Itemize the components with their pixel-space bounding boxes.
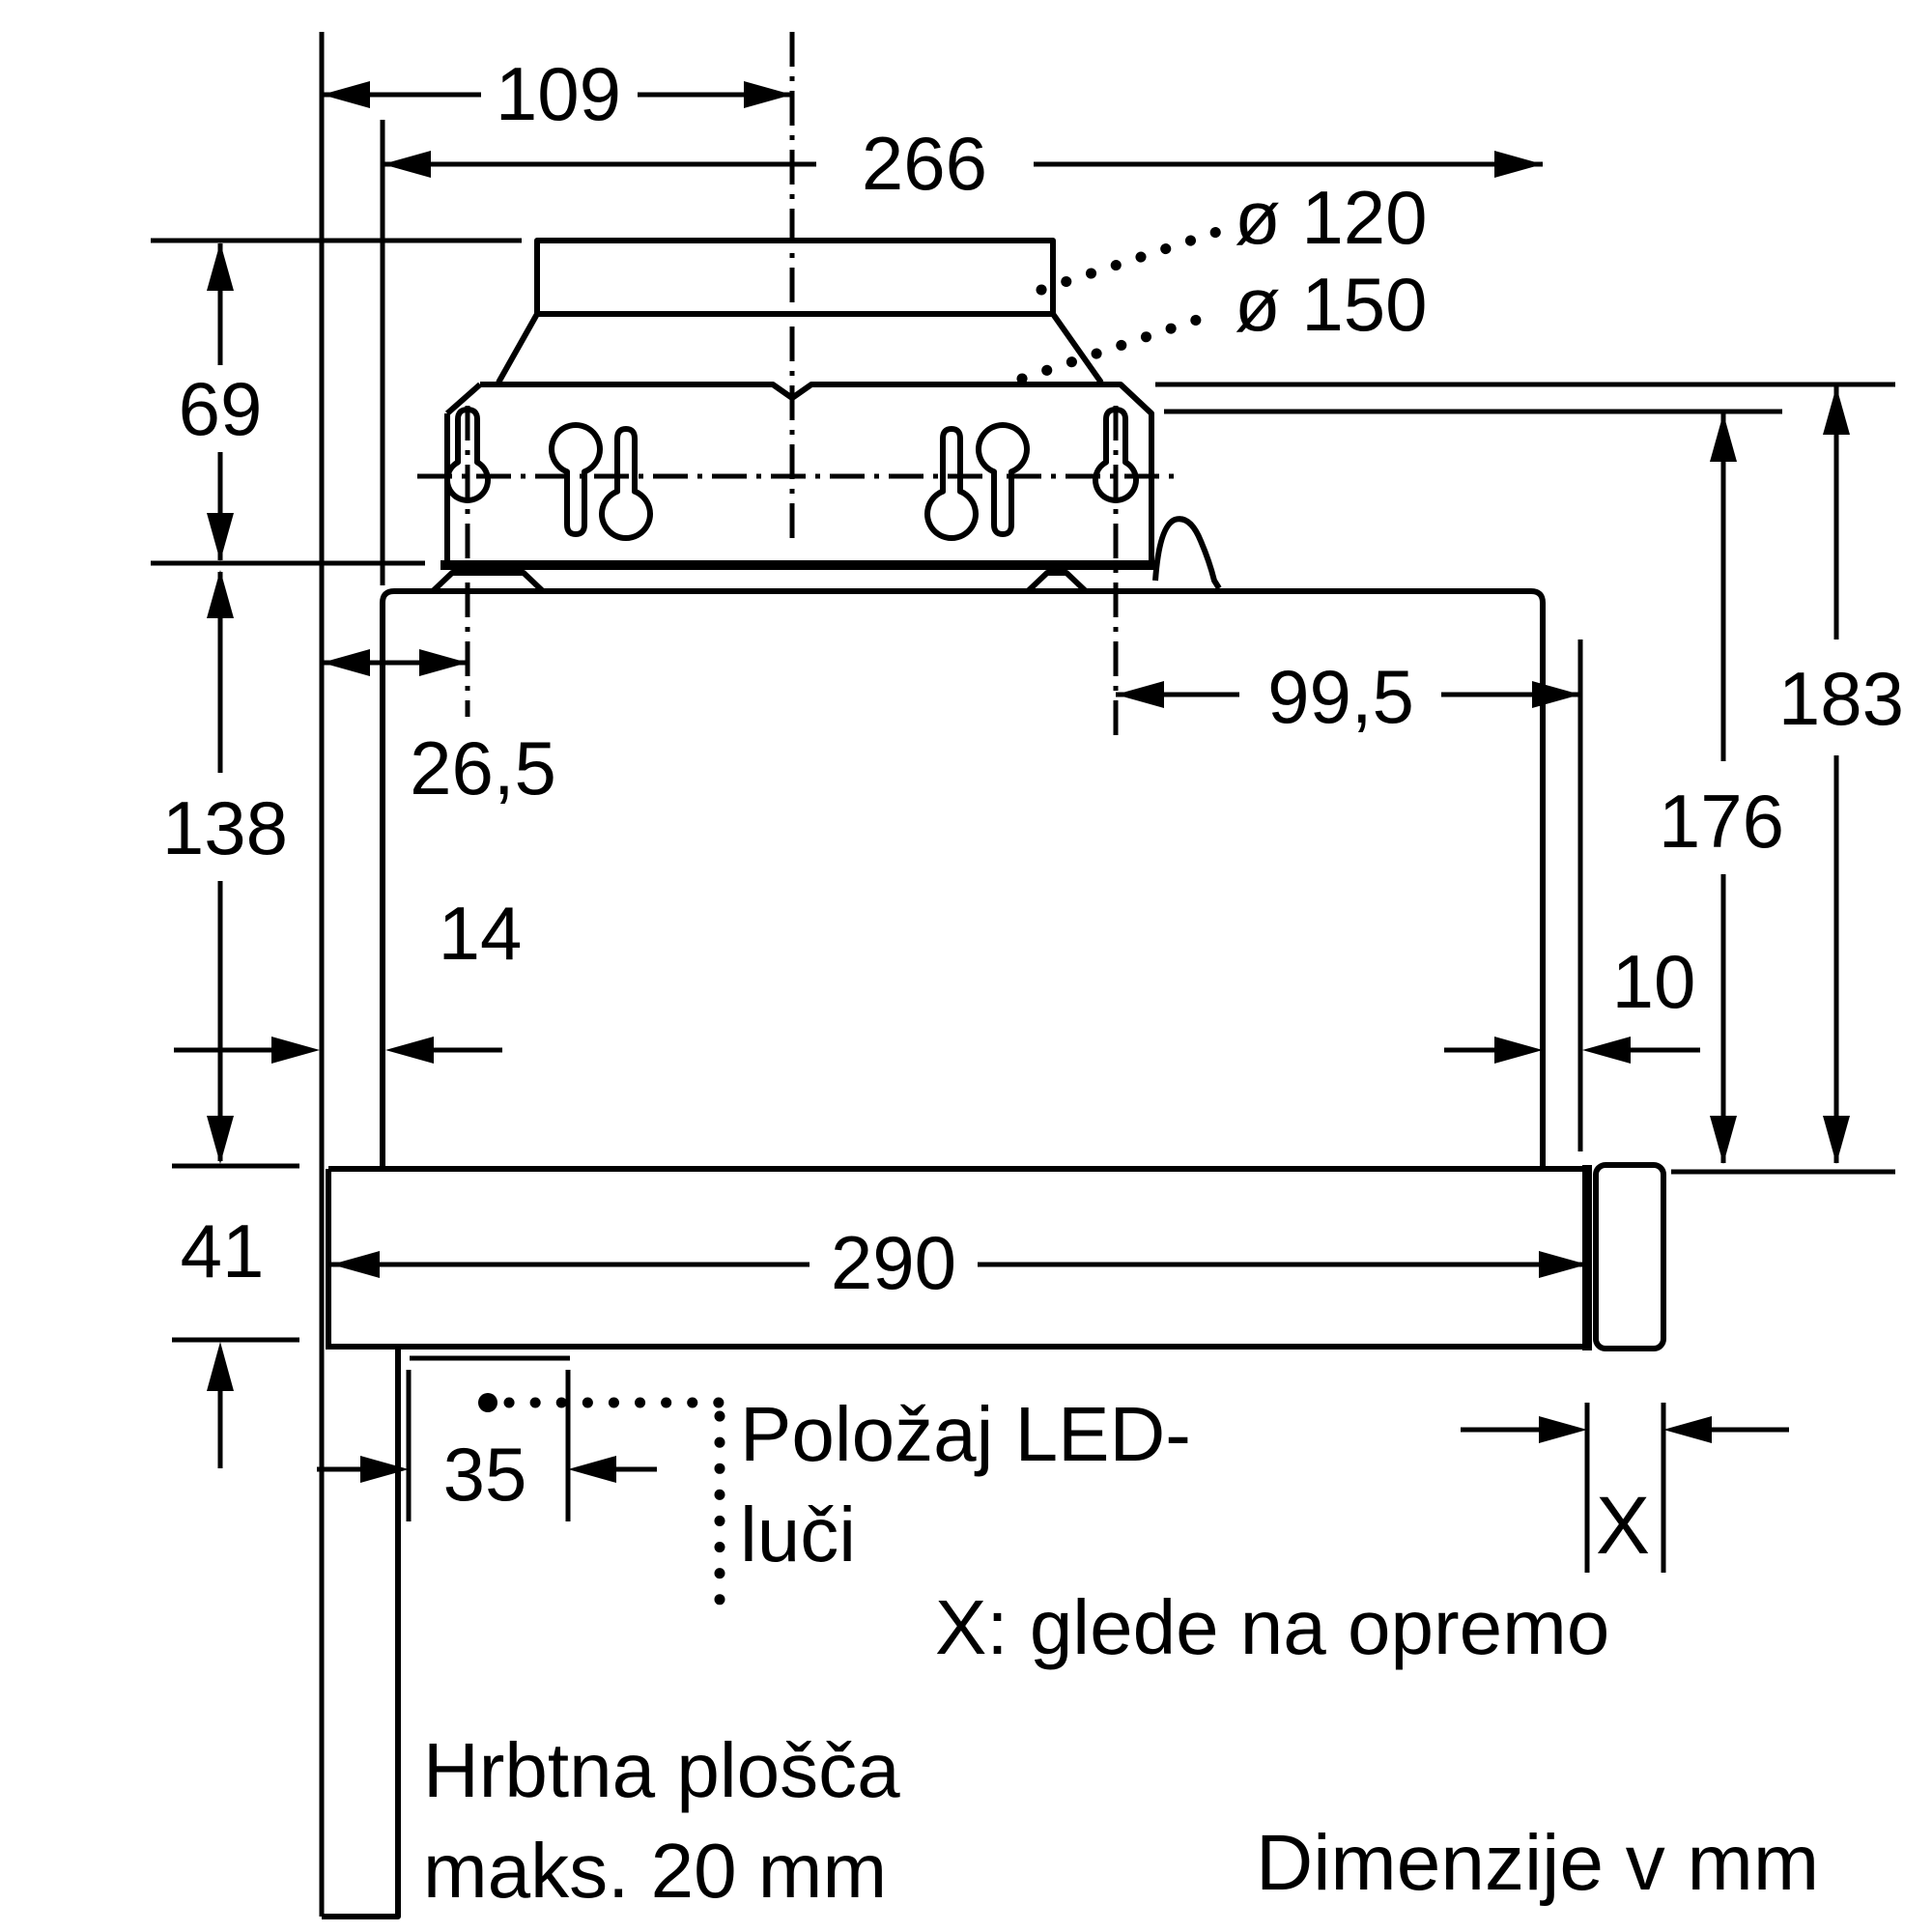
dim-69-arrow-bottom: [207, 513, 234, 561]
dim-290-arrow-left: [331, 1251, 380, 1278]
back-panel-note-line1: Hrbtna plošča: [423, 1727, 900, 1813]
dim-41-label: 41: [181, 1208, 265, 1293]
dim-41-arrow-up: [207, 1342, 234, 1391]
diameter-120-leader: [1036, 226, 1223, 296]
dim-176-arrow-top: [1710, 413, 1737, 462]
back-panel-note-line2: maks. 20 mm: [423, 1828, 887, 1914]
dim-99-5-arrow-right: [1532, 681, 1580, 708]
dim-10-arrow-left: [1494, 1037, 1543, 1064]
units-note: Dimenzije v mm: [1256, 1819, 1819, 1907]
visor-end-cap: [1593, 1162, 1666, 1351]
keyhole-inner-left-a: [549, 421, 603, 537]
keyhole-outer-left: [444, 407, 491, 503]
keyhole-inner-right-b: [976, 421, 1030, 537]
led-note-line1: Položaj LED-: [740, 1391, 1191, 1477]
dim-35-arrow-right: [568, 1456, 616, 1483]
keyhole-inner-right-a: [924, 426, 979, 542]
keyhole-inner-left-b: [599, 426, 653, 542]
dim-176-arrow-bottom: [1710, 1116, 1737, 1164]
dim-x-label: X: [1596, 1480, 1650, 1571]
dim-266-label: 266: [862, 121, 987, 206]
body-top-right-bump: [1025, 570, 1089, 594]
dim-10-label: 10: [1612, 939, 1696, 1024]
x-note: X: glede na opremo: [935, 1584, 1609, 1670]
dim-26-5-arrow-right: [419, 649, 468, 676]
dim-109-arrow-right: [744, 81, 792, 108]
dim-109-arrow-left: [322, 81, 370, 108]
dim-14-label: 14: [439, 891, 523, 976]
dim-266-arrow-left: [383, 151, 431, 178]
dim-35-arrow-left: [360, 1456, 409, 1483]
dim-290-arrow-right: [1539, 1251, 1587, 1278]
dim-69-label: 69: [179, 366, 263, 451]
dim-26-5-label: 26,5: [410, 725, 556, 810]
dim-138-arrow-top: [207, 570, 234, 618]
dim-x-arrow-right: [1663, 1416, 1712, 1443]
diameter-150-leader: [1016, 307, 1223, 384]
dim-99-5-arrow-left: [1116, 681, 1164, 708]
keyhole-outer-right: [1093, 407, 1139, 503]
dim-176-label: 176: [1659, 779, 1784, 864]
dim-109-label: 109: [496, 51, 621, 136]
led-position-dot: [478, 1393, 497, 1412]
dim-14-arrow-left: [271, 1037, 320, 1064]
dim-x-arrow-left: [1539, 1416, 1587, 1443]
led-leader-dotted-line: [503, 1397, 725, 1617]
visor-outline: [326, 1166, 1587, 1350]
duct-collar-outline: [534, 238, 1056, 317]
duct-flange-outline: [496, 312, 1104, 384]
dim-183-arrow-bottom: [1823, 1116, 1850, 1164]
back-panel-outline: [322, 1347, 401, 1919]
dim-138-arrow-bottom: [207, 1116, 234, 1164]
led-note-line2: luči: [740, 1492, 856, 1577]
dim-183-label: 183: [1778, 656, 1904, 741]
dim-69-arrow-top: [207, 242, 234, 291]
diameter-120-label: ø 120: [1235, 175, 1427, 260]
dim-290-label: 290: [831, 1220, 956, 1305]
dim-10-arrow-right: [1582, 1037, 1631, 1064]
dim-14-arrow-right: [385, 1037, 434, 1064]
hood-body-outline: [380, 588, 1546, 1167]
dim-26-5-arrow-left: [322, 649, 370, 676]
diameter-150-label: ø 150: [1235, 262, 1427, 347]
dim-138-label: 138: [162, 785, 288, 870]
dim-183-arrow-top: [1823, 386, 1850, 435]
dim-266-arrow-right: [1494, 151, 1543, 178]
bracket-locking-tab: [1152, 516, 1222, 590]
dim-35-label: 35: [443, 1432, 527, 1517]
dim-99-5-label: 99,5: [1267, 654, 1414, 739]
body-top-left-bump: [430, 570, 546, 594]
